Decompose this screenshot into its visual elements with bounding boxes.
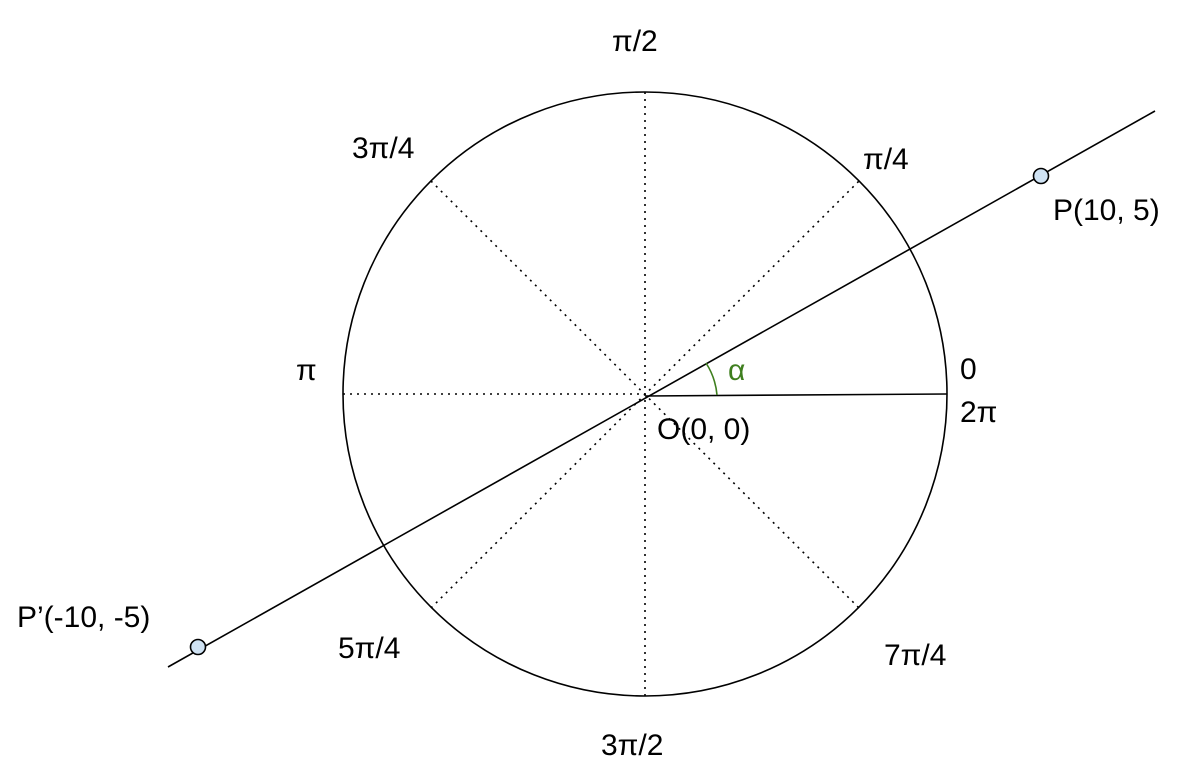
label-five-pi-over-4: 5π/4: [338, 632, 401, 665]
label-origin: O(0, 0): [657, 413, 751, 446]
point-p-prime-marker: [189, 638, 207, 656]
dotted-guides: [343, 92, 860, 696]
alpha-symbol: α: [728, 354, 746, 387]
label-pi-over-4: π/4: [863, 143, 909, 176]
zero-angle-radius: [644, 393, 948, 397]
alpha-angle-arc: [705, 362, 718, 396]
guide-diagonal-3pi4: [430, 180, 860, 609]
label-point-p-prime: P’(-10, -5): [17, 601, 151, 634]
label-seven-pi-over-4: 7π/4: [884, 639, 947, 672]
label-point-p: P(10, 5): [1053, 194, 1160, 227]
label-zero: 0: [960, 353, 977, 386]
label-three-pi-over-4: 3π/4: [352, 132, 415, 165]
label-pi: π: [296, 354, 317, 387]
line-through-p-and-p-prime: [167, 110, 1156, 668]
label-two-pi: 2π: [960, 396, 998, 429]
label-three-pi-over-2: 3π/2: [601, 729, 664, 762]
label-pi-over-2: π/2: [612, 25, 658, 58]
point-p-marker: [1032, 167, 1050, 185]
